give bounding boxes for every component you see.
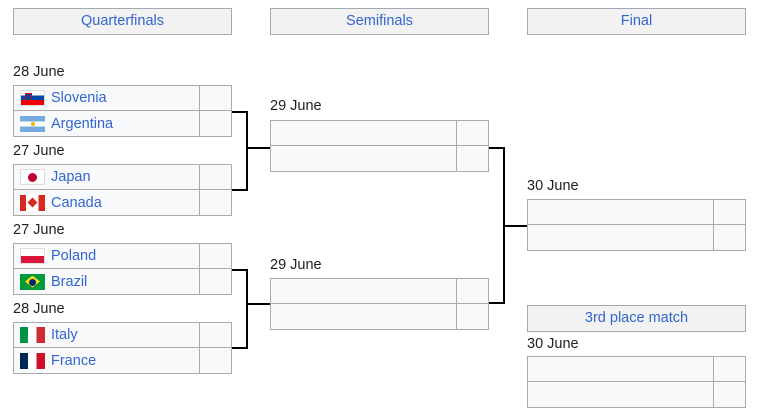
semifinal-match-1 bbox=[270, 120, 489, 172]
team-row: Canada bbox=[13, 190, 232, 216]
team-row bbox=[270, 278, 489, 304]
match-date: 29 June bbox=[270, 98, 322, 114]
team-slovenia[interactable]: Slovenia bbox=[14, 86, 200, 110]
quarterfinal-match-4: Italy France bbox=[13, 322, 232, 374]
team-row bbox=[270, 120, 489, 146]
team-row: Poland bbox=[13, 243, 232, 269]
team-brazil[interactable]: Brazil bbox=[14, 269, 200, 294]
argentina-flag-icon bbox=[20, 115, 45, 132]
bracket-connector bbox=[232, 189, 248, 191]
team-canada[interactable]: Canada bbox=[14, 190, 200, 215]
bracket-connector bbox=[232, 111, 248, 113]
score-cell bbox=[200, 323, 231, 347]
team-slot[interactable] bbox=[528, 382, 714, 407]
team-row bbox=[270, 304, 489, 330]
match-date: 28 June bbox=[13, 301, 65, 317]
team-row: Japan bbox=[13, 164, 232, 190]
score-cell bbox=[200, 348, 231, 373]
score-cell bbox=[200, 86, 231, 110]
bracket-connector bbox=[246, 147, 270, 149]
bracket-connector bbox=[489, 302, 505, 304]
score-cell bbox=[457, 304, 488, 329]
bracket-connector bbox=[246, 303, 270, 305]
slovenia-flag-icon bbox=[20, 90, 45, 106]
score-cell bbox=[714, 225, 745, 250]
score-cell bbox=[714, 200, 745, 224]
team-name[interactable]: Canada bbox=[51, 194, 102, 211]
team-name[interactable]: Argentina bbox=[51, 115, 114, 132]
match-date: 29 June bbox=[270, 257, 322, 273]
bracket-connector bbox=[232, 269, 248, 271]
team-slot[interactable] bbox=[528, 357, 714, 381]
match-date: 27 June bbox=[13, 143, 65, 159]
team-row: Italy bbox=[13, 322, 232, 348]
poland-flag-icon bbox=[20, 248, 45, 264]
bracket-connector bbox=[503, 225, 527, 227]
score-cell bbox=[200, 165, 231, 189]
team-france[interactable]: France bbox=[14, 348, 200, 373]
team-name[interactable]: Japan bbox=[51, 169, 91, 185]
round-header-quarterfinals[interactable]: Quarterfinals bbox=[13, 8, 232, 35]
team-name[interactable]: France bbox=[51, 352, 97, 369]
score-cell bbox=[457, 146, 488, 171]
team-row bbox=[527, 225, 746, 251]
score-cell bbox=[200, 244, 231, 268]
team-slot[interactable] bbox=[271, 146, 457, 171]
round-header-final[interactable]: Final bbox=[527, 8, 746, 35]
team-row bbox=[270, 146, 489, 172]
bracket-connector bbox=[232, 347, 248, 349]
score-cell bbox=[200, 111, 231, 136]
semifinal-match-2 bbox=[270, 278, 489, 330]
score-cell bbox=[714, 357, 745, 381]
match-date: 30 June bbox=[527, 336, 579, 352]
score-cell bbox=[200, 190, 231, 215]
team-argentina[interactable]: Argentina bbox=[14, 111, 200, 136]
team-row: Brazil bbox=[13, 269, 232, 295]
team-name[interactable]: Italy bbox=[51, 327, 78, 343]
score-cell bbox=[714, 382, 745, 407]
score-cell bbox=[200, 269, 231, 294]
quarterfinal-match-2: Japan Canada bbox=[13, 164, 232, 216]
team-name[interactable]: Slovenia bbox=[51, 90, 107, 106]
round-header-third-place[interactable]: 3rd place match bbox=[527, 305, 746, 332]
team-row: Slovenia bbox=[13, 85, 232, 111]
japan-flag-icon bbox=[20, 169, 45, 185]
bracket-connector bbox=[246, 111, 248, 191]
score-cell bbox=[457, 121, 488, 145]
team-slot[interactable] bbox=[271, 121, 457, 145]
team-poland[interactable]: Poland bbox=[14, 244, 200, 268]
match-date: 30 June bbox=[527, 178, 579, 194]
bracket-connector bbox=[246, 269, 248, 349]
team-name[interactable]: Poland bbox=[51, 248, 97, 264]
team-row bbox=[527, 199, 746, 225]
italy-flag-icon bbox=[20, 327, 45, 343]
team-slot[interactable] bbox=[271, 279, 457, 303]
team-row bbox=[527, 356, 746, 382]
team-japan[interactable]: Japan bbox=[14, 165, 200, 189]
score-cell bbox=[457, 279, 488, 303]
final-match bbox=[527, 199, 746, 251]
team-slot[interactable] bbox=[271, 304, 457, 329]
team-name[interactable]: Brazil bbox=[51, 273, 88, 290]
team-row bbox=[527, 382, 746, 408]
team-row: France bbox=[13, 348, 232, 374]
quarterfinal-match-3: Poland Brazil bbox=[13, 243, 232, 295]
bracket-connector bbox=[489, 147, 505, 149]
canada-flag-icon bbox=[20, 194, 45, 211]
brazil-flag-icon bbox=[20, 273, 45, 290]
third-place-match bbox=[527, 356, 746, 408]
team-slot[interactable] bbox=[528, 225, 714, 250]
match-date: 27 June bbox=[13, 222, 65, 238]
france-flag-icon bbox=[20, 352, 45, 369]
team-row: Argentina bbox=[13, 111, 232, 137]
team-slot[interactable] bbox=[528, 200, 714, 224]
team-italy[interactable]: Italy bbox=[14, 323, 200, 347]
round-header-semifinals[interactable]: Semifinals bbox=[270, 8, 489, 35]
match-date: 28 June bbox=[13, 64, 65, 80]
quarterfinal-match-1: Slovenia Argentina bbox=[13, 85, 232, 137]
